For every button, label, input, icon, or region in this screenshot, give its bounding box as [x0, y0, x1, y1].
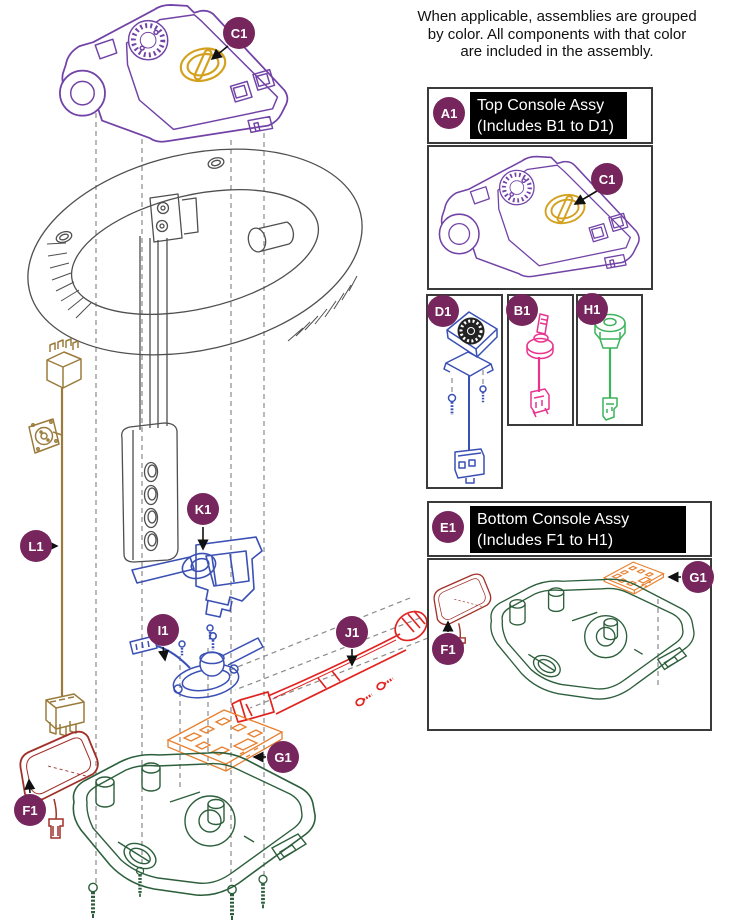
speed-dial-drawing	[443, 311, 498, 484]
bottom-console-assy-header-box	[427, 501, 712, 557]
callout-a1: A1	[433, 97, 465, 129]
callout-j1: J1	[336, 616, 368, 648]
callout-arrows	[24, 45, 681, 794]
color-grouping-note: When applicable, assemblies are grouped …	[383, 8, 731, 61]
note-line-3: are included in the assembly.	[460, 43, 654, 60]
shell-screws	[86, 865, 269, 922]
callout-i1: I1	[147, 614, 179, 646]
throttle-pot-drawing	[129, 624, 264, 699]
top-console-assy-title: Top Console Assy (Includes B1 to D1)	[470, 92, 627, 139]
bottom-console-assy-title-line-1: Bottom Console Assy	[477, 511, 630, 528]
dashed-assembly-lines	[95, 104, 659, 884]
stem-clamp	[149, 193, 199, 243]
grip-ribs-left	[46, 242, 92, 319]
top-console-assy-title-line-2: (Includes B1 to D1)	[477, 118, 614, 135]
note-line-1: When applicable, assemblies are grouped	[417, 8, 697, 25]
battery-gauge-lens-drawing	[19, 573, 492, 839]
bottom-console-assy-title-line-2: (Includes F1 to H1)	[477, 532, 614, 549]
callout-c1-main: C1	[223, 17, 255, 49]
note-line-2: by color. All components with that color	[427, 25, 687, 43]
top-console-assy-body-box	[427, 145, 653, 290]
callout-l1: L1	[20, 530, 52, 562]
callout-g1-box: G1	[682, 561, 714, 593]
callout-g1-main: G1	[267, 741, 299, 773]
toggle-switch-box	[576, 294, 643, 426]
callout-b1: B1	[506, 294, 538, 326]
callout-f1-main: F1	[14, 794, 46, 826]
callout-e1: E1	[432, 511, 464, 543]
top-console-assy-title-line-1: Top Console Assy	[477, 97, 605, 114]
stem-tubes	[139, 236, 168, 430]
key-switch-box	[507, 294, 574, 426]
wire-harness-drawing	[28, 338, 85, 737]
grip-ribs-right	[287, 275, 358, 342]
stem-collar	[121, 422, 179, 563]
callout-f1-box: F1	[432, 633, 464, 665]
callout-k1: K1	[187, 493, 219, 525]
pcb-drawing	[167, 561, 665, 772]
top-console-assy-header-box	[427, 87, 653, 144]
callout-c1-box: C1	[591, 163, 623, 195]
key-switch-drawing	[526, 313, 554, 418]
bottom-console-assy-body-box	[427, 558, 712, 731]
toggle-switch-drawing	[594, 313, 626, 421]
assembly-boxes	[426, 87, 712, 731]
handlebar-drawing	[27, 148, 363, 563]
mount-bracket-drawing	[131, 536, 263, 650]
throttle-lever-drawing	[231, 610, 428, 723]
handlebar-open-end	[247, 221, 295, 253]
callout-d1: D1	[427, 295, 459, 327]
bottom-console-assy-title: Bottom Console Assy (Includes F1 to H1)	[470, 506, 686, 553]
callout-h1: H1	[576, 293, 608, 325]
speed-dial-box	[426, 294, 503, 489]
